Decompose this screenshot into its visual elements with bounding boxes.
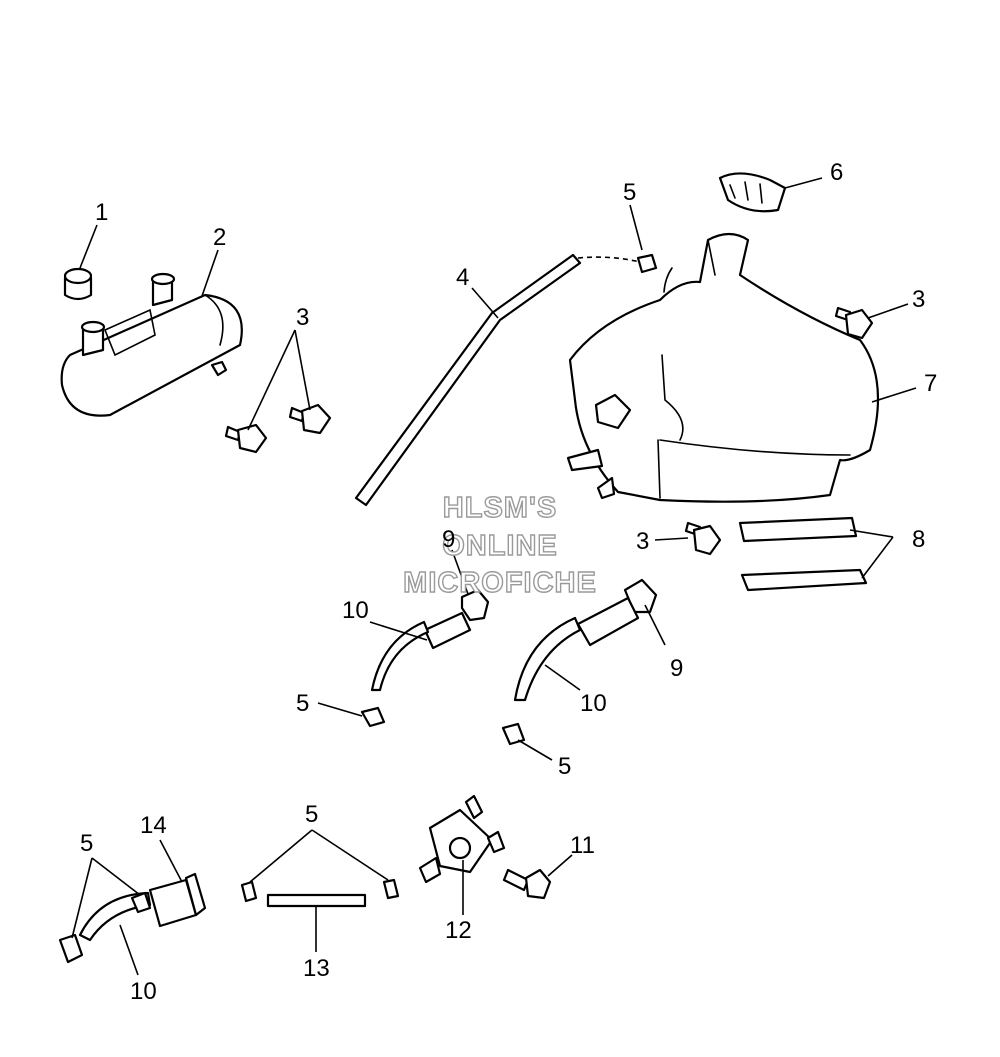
callout-12: 12 — [445, 917, 472, 944]
callout-3: 3 — [636, 528, 649, 555]
part-5-clip-left — [360, 706, 386, 728]
part-5-clips-bottom-left — [58, 891, 152, 964]
part-6-tank-cap — [718, 172, 787, 213]
callout-1: 1 — [95, 199, 108, 226]
callout-3: 3 — [296, 304, 309, 331]
callout-10: 10 — [342, 597, 369, 624]
watermark-line-1: HLSM'S — [443, 492, 557, 524]
callout-11: 11 — [570, 832, 595, 859]
callout-14: 14 — [140, 812, 167, 839]
callout-5: 5 — [623, 179, 636, 206]
part-3-bolt-right-mid — [684, 521, 722, 556]
callout-3: 3 — [912, 286, 925, 313]
part-10-hose-left — [370, 611, 472, 692]
callout-10: 10 — [580, 690, 607, 717]
part-5-clips-13 — [240, 878, 400, 903]
part-4-hose — [354, 253, 641, 507]
part-5-clip-tank — [636, 253, 658, 274]
callout-5: 5 — [80, 830, 93, 857]
part-10-hose-right — [513, 596, 640, 702]
part-3-bolt-right-top — [834, 306, 874, 340]
callout-13: 13 — [303, 955, 330, 982]
callout-numbers: 1 2 3 4 5 6 3 7 3 8 9 10 9 10 5 5 14 5 5… — [80, 159, 937, 1005]
part-10-hose-bottom — [78, 891, 152, 942]
callout-10: 10 — [130, 978, 157, 1005]
watermark-line-3: MICROFICHE — [403, 567, 597, 599]
callout-9: 9 — [670, 655, 683, 682]
callout-5: 5 — [558, 753, 571, 780]
part-14-filter — [148, 872, 207, 928]
watermark: HLSM'S ONLINE MICROFICHE — [402, 491, 597, 599]
callout-5: 5 — [305, 801, 318, 828]
part-12-fuel-valve — [418, 794, 506, 884]
part-2-canister — [60, 272, 243, 417]
part-9-clamp-left — [460, 588, 490, 622]
callout-9: 9 — [442, 526, 455, 553]
callout-7: 7 — [924, 370, 937, 397]
callout-2: 2 — [213, 224, 226, 251]
callout-4: 4 — [456, 264, 469, 291]
part-11-bolt — [502, 868, 552, 900]
part-1-cap — [63, 267, 93, 301]
part-13-short-hose — [266, 893, 367, 908]
callout-6: 6 — [830, 159, 843, 186]
callout-8: 8 — [912, 526, 925, 553]
part-3-bolt-left-b — [288, 403, 332, 435]
part-3-bolt-left-a — [224, 423, 268, 454]
part-8-strips — [738, 516, 868, 592]
leader-lines — [71, 177, 917, 976]
part-5-clip-right — [501, 722, 526, 746]
part-7-fuel-tank — [566, 232, 880, 503]
watermark-line-2: ONLINE — [442, 530, 558, 562]
callout-5: 5 — [296, 690, 309, 717]
